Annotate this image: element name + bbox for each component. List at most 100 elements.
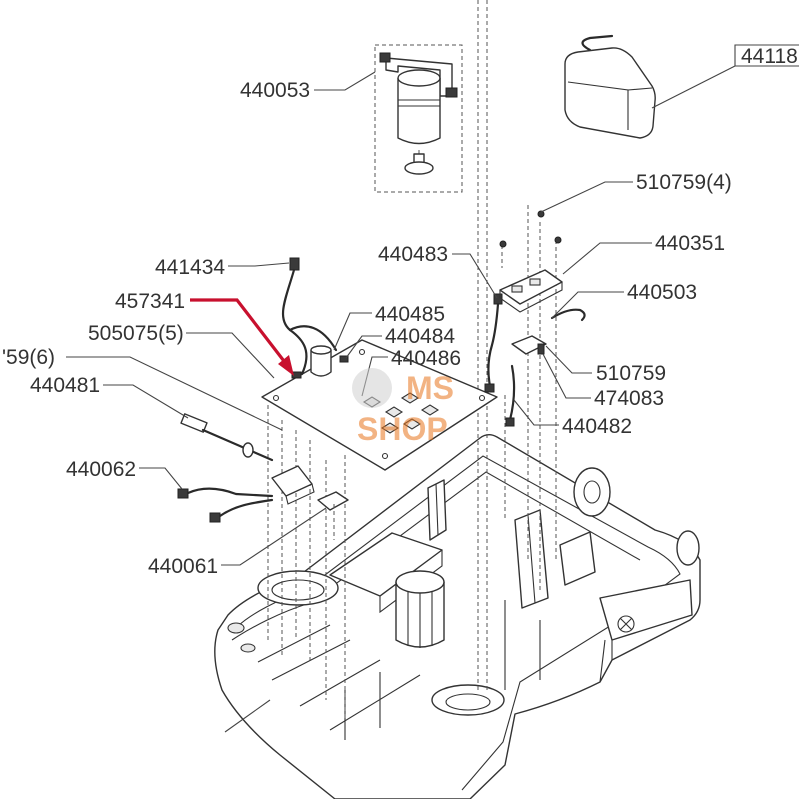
watermark-emblem: [352, 368, 392, 408]
front-block: [599, 579, 693, 641]
front-block-symbol-mark: [619, 617, 633, 631]
bracket-440061: [317, 491, 349, 511]
screw-510759-4: [554, 236, 562, 244]
callout-440486: 440486: [391, 347, 461, 370]
pin-440481-rod: [201, 428, 274, 462]
callout-440351: 440351: [655, 232, 725, 255]
leader-44118: [651, 65, 736, 109]
wire-connector-440482: [505, 417, 515, 427]
leader-440062: [139, 467, 183, 490]
connector-440062: [209, 512, 221, 523]
highlight-arrow-head: [278, 355, 294, 376]
callout-457341: 457341: [115, 290, 185, 313]
housing-front-edge: [599, 639, 613, 683]
bolt-474083: [537, 343, 545, 355]
wire-440483: [487, 302, 500, 388]
callout-44118: 44118: [741, 45, 798, 68]
leader-440482: [513, 399, 559, 426]
leader-440351: [562, 242, 652, 275]
wire-440062-branch: [218, 498, 274, 518]
motor-top: [397, 69, 441, 87]
power-supply: [564, 34, 656, 139]
vertical-column-edge: [435, 483, 439, 536]
pcb-connector: [291, 371, 302, 379]
callout-474083: 474083: [594, 387, 664, 410]
leader-510759: [545, 345, 592, 374]
side-bracket: [559, 531, 596, 586]
leader-474083: [542, 353, 591, 399]
screw-510759-4: [499, 240, 507, 248]
leader-441434: [228, 262, 290, 267]
housing-outline: [214, 434, 701, 799]
pcb-hole: [272, 394, 280, 402]
leader-440483: [452, 253, 498, 299]
pcb-component: [420, 404, 440, 416]
highlight-arrow-line: [190, 298, 289, 366]
rear-wheel: [573, 467, 611, 517]
pcb-component: [400, 392, 420, 404]
callout-510759: 510759: [596, 362, 666, 385]
watermark-text-ms: MS: [406, 370, 454, 406]
center-cylinder-top: [395, 570, 445, 594]
motor-bracket: [385, 57, 453, 97]
lower-cylinder: [431, 684, 505, 716]
motor-assembly: [374, 44, 463, 193]
module-440351-terminal: [529, 278, 541, 286]
wire-connector-441434: [289, 257, 300, 271]
switch-block: [271, 465, 313, 497]
leader-440484: [345, 335, 382, 359]
power-supply-cable: [581, 34, 614, 52]
pcb-capacitor-top: [310, 345, 332, 355]
wire-441434-branch: [288, 325, 338, 352]
mount-hole: [240, 643, 256, 653]
watermark-text-shop: SHOP: [357, 411, 448, 447]
leader-440485: [333, 312, 372, 351]
leader-440053: [314, 71, 376, 91]
wire-440503: [550, 308, 586, 322]
wiring: [177, 210, 586, 540]
callout-box-44118: [734, 44, 799, 67]
module-440351-terminal: [511, 285, 523, 293]
switch-block-edge: [285, 483, 315, 505]
pcb-connector: [339, 355, 349, 363]
leader-440503: [551, 291, 624, 319]
leader-505075-5: [186, 332, 275, 379]
callout-labels: 440053 44118 510759(4) 440351 440483 441…: [2, 45, 798, 578]
callout-440485: 440485: [375, 303, 445, 326]
pcb-hole: [358, 348, 366, 356]
wire-440062: [186, 487, 274, 498]
block-510759: [511, 335, 547, 355]
leader-lines: [66, 44, 799, 733]
callout-440062: 440062: [66, 458, 136, 481]
pcb-component: [380, 422, 400, 434]
power-supply-face: [567, 81, 653, 130]
center-tower-edge: [527, 514, 536, 604]
leader-440481: [103, 384, 189, 419]
housing-inner-rim: [237, 455, 681, 791]
highlight-arrow: [190, 298, 294, 376]
pcb-component: [384, 406, 404, 418]
side-wheel: [676, 530, 700, 566]
callout-441434: 441434: [155, 256, 225, 279]
power-supply-box: [564, 47, 656, 139]
leader-510759-4: [540, 181, 633, 213]
base-housing: [214, 434, 701, 799]
housing-rib: [257, 624, 421, 731]
motor-connector: [379, 52, 391, 63]
motor-coupling-disk: [404, 161, 434, 175]
rear-wheel-hub: [583, 480, 601, 504]
pcb-hole: [381, 452, 389, 460]
callout-440482: 440482: [562, 415, 632, 438]
module-440351-edge: [499, 282, 563, 313]
callout-510759-4: 510759(4): [636, 171, 732, 194]
callout-440061: 440061: [148, 555, 218, 578]
callout-440503: 440503: [627, 281, 697, 304]
connector-440062: [177, 488, 189, 499]
callout-440053: 440053: [240, 79, 310, 102]
lower-cylinder-inner: [445, 693, 491, 711]
dashed-guide-lines: [267, 0, 557, 720]
wire-connector-440483-end: [484, 383, 495, 393]
motor-dashed-box: [374, 44, 463, 193]
pcb-component: [402, 418, 422, 430]
callout-440484: 440484: [385, 325, 455, 348]
